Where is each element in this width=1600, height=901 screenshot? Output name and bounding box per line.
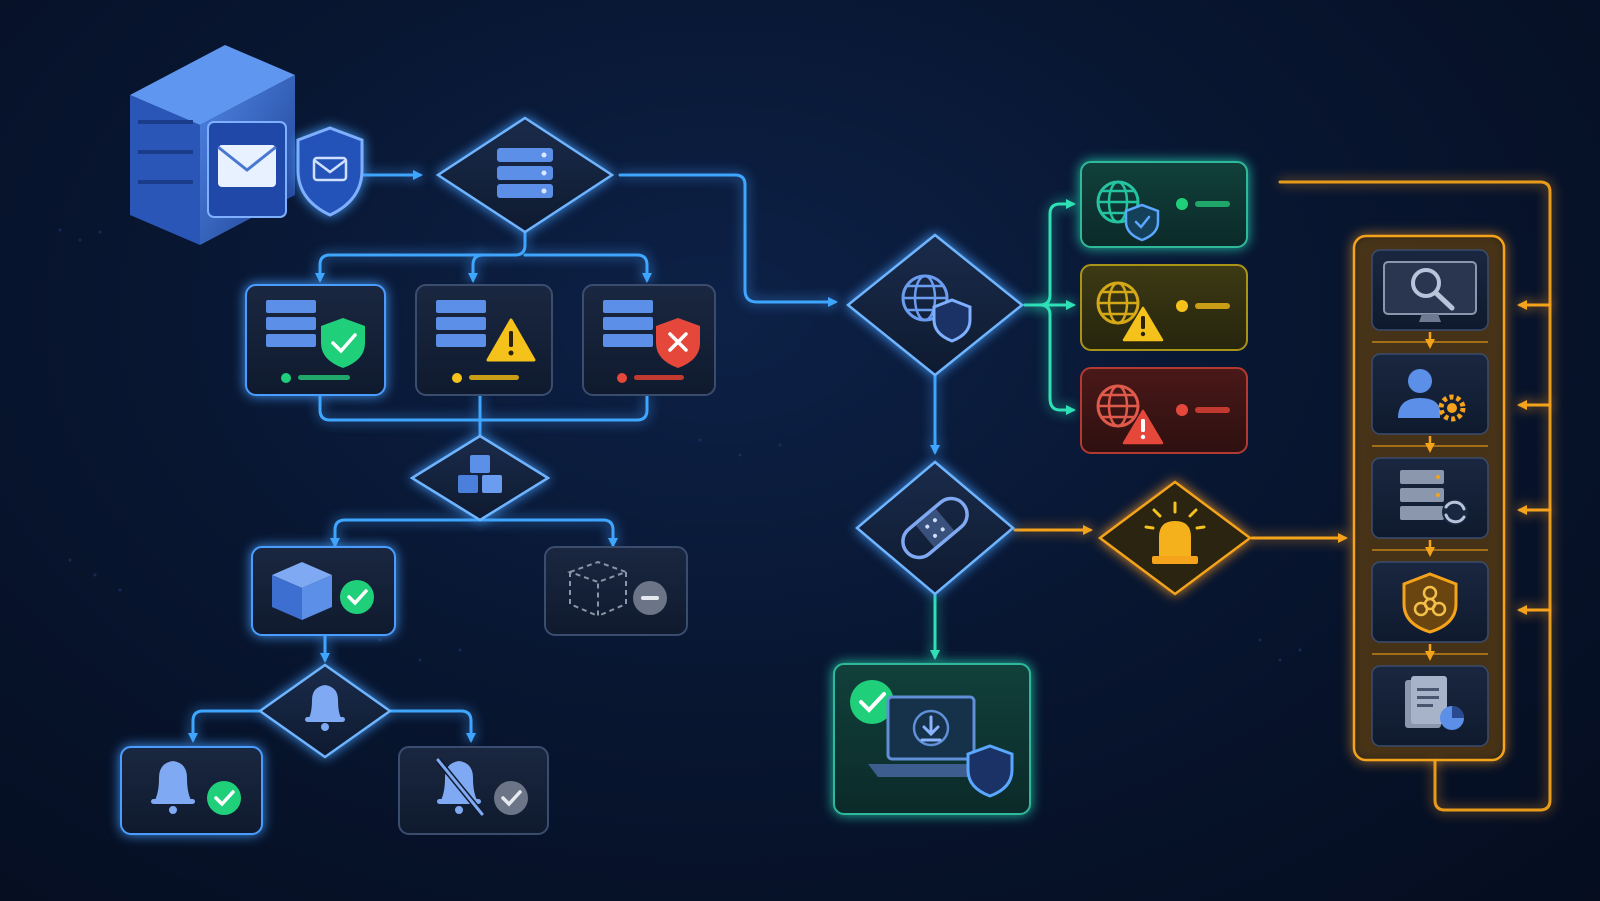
connector-response-feedback-loop [1278, 180, 1552, 812]
package-missing-card[interactable] [544, 546, 688, 636]
server-ok-card[interactable] [245, 284, 386, 396]
shield-icon [966, 744, 1014, 798]
status-dot-error [617, 373, 627, 383]
shield-biohazard-icon [1402, 572, 1458, 634]
laptop-download-icon [868, 695, 994, 777]
shield-check-icon [321, 318, 365, 368]
check-circle-muted-icon [494, 781, 528, 815]
globe-shield-icon [901, 274, 972, 343]
web-warning-card[interactable] [1080, 264, 1248, 351]
check-circle-icon [340, 580, 374, 614]
status-bar-ok [298, 375, 350, 380]
package-decision-node[interactable] [409, 434, 551, 522]
connector-package-split [330, 518, 482, 548]
warning-triangle-icon [486, 318, 536, 362]
notification-on-card[interactable] [120, 746, 263, 835]
connector-web-status-split [1023, 199, 1076, 307]
mail-server-icon [130, 45, 295, 245]
server-icon [436, 300, 486, 347]
server-icon [603, 300, 653, 347]
connector-server-merge [318, 393, 649, 438]
monitor-search-icon [1383, 261, 1477, 322]
status-bar-warning [1195, 303, 1230, 309]
alert-decision-node[interactable] [1097, 480, 1253, 596]
connector-bell-split-right [388, 709, 476, 743]
mail-shield-icon [296, 126, 364, 217]
status-dot-ok [1176, 198, 1188, 210]
shield-x-icon [656, 318, 700, 368]
bandage-icon [901, 496, 969, 560]
response-step-report[interactable] [1371, 665, 1489, 747]
response-step-investigate[interactable] [1371, 249, 1489, 331]
status-bar-ok [1195, 201, 1230, 207]
check-circle-icon [850, 680, 894, 724]
connector-decision-to-web [618, 173, 838, 307]
status-dot-ok [281, 373, 291, 383]
status-dot-error [1176, 404, 1188, 416]
server-stack-icon [497, 148, 553, 198]
bell-muted-icon [435, 758, 485, 816]
notification-muted-card[interactable] [398, 746, 549, 835]
connector-bell-split [188, 709, 264, 743]
status-bar-error [1195, 407, 1230, 413]
connector-package-split-right [478, 518, 618, 548]
status-dot-warning [1176, 300, 1188, 312]
globe-shield-icon [1096, 180, 1160, 242]
server-warning-card[interactable] [415, 284, 553, 396]
cubes-icon [458, 455, 502, 493]
web-decision-node[interactable] [846, 233, 1024, 377]
background-dots [58, 228, 1302, 662]
globe-alert-icon [1096, 384, 1164, 445]
mail-server-node[interactable] [130, 45, 364, 245]
user-gear-icon [1398, 369, 1466, 422]
document-chart-icon [1405, 676, 1464, 730]
globe-warning-icon [1096, 281, 1164, 342]
connector-web-status-bottom [1038, 303, 1076, 415]
package-ok-card[interactable] [251, 546, 396, 636]
response-step-arrows [1372, 332, 1488, 661]
server-error-card[interactable] [582, 284, 716, 396]
check-circle-icon [207, 781, 241, 815]
response-stack [1352, 234, 1506, 762]
envelope-icon [217, 145, 277, 187]
connector-server-split-mid [468, 253, 485, 283]
server-icon [266, 300, 316, 347]
bell-icon [305, 685, 345, 731]
status-bar-error [634, 375, 684, 380]
package-icon [272, 562, 332, 620]
response-step-threat-contain[interactable] [1371, 561, 1489, 643]
status-bar-warning [469, 375, 519, 380]
status-dot-warning [452, 373, 462, 383]
dashed-box-icon [567, 560, 629, 618]
response-step-server-restore[interactable] [1371, 457, 1489, 539]
notification-decision-node[interactable] [257, 663, 393, 759]
connector-server-split [315, 230, 527, 283]
server-decision-node[interactable] [435, 116, 615, 234]
web-error-card[interactable] [1080, 367, 1248, 454]
siren-icon [1144, 501, 1206, 564]
bell-icon [151, 761, 195, 814]
minus-circle-icon [633, 581, 667, 615]
web-ok-card[interactable] [1080, 161, 1248, 248]
connectors [188, 170, 1552, 812]
connector-server-split-right [523, 253, 652, 283]
server-refresh-icon [1400, 470, 1468, 525]
patch-decision-node[interactable] [855, 460, 1015, 596]
response-step-user-config[interactable] [1371, 353, 1489, 435]
patch-installed-card[interactable] [833, 663, 1031, 815]
